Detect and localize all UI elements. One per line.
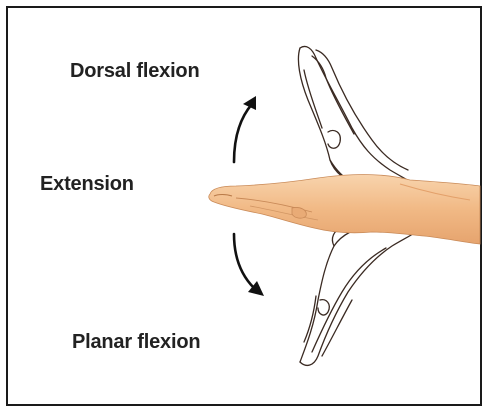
dorsal-flexion-arrow <box>234 96 256 162</box>
planar-flexion-arrow <box>234 234 264 296</box>
planar-flexion-label: Planar flexion <box>72 331 200 354</box>
extension-label: Extension <box>40 173 134 196</box>
dorsal-flexion-hand-outline <box>298 46 414 186</box>
dorsal-flexion-label: Dorsal flexion <box>70 60 199 83</box>
extension-hand <box>209 175 480 245</box>
planar-flexion-hand-outline <box>300 226 416 365</box>
